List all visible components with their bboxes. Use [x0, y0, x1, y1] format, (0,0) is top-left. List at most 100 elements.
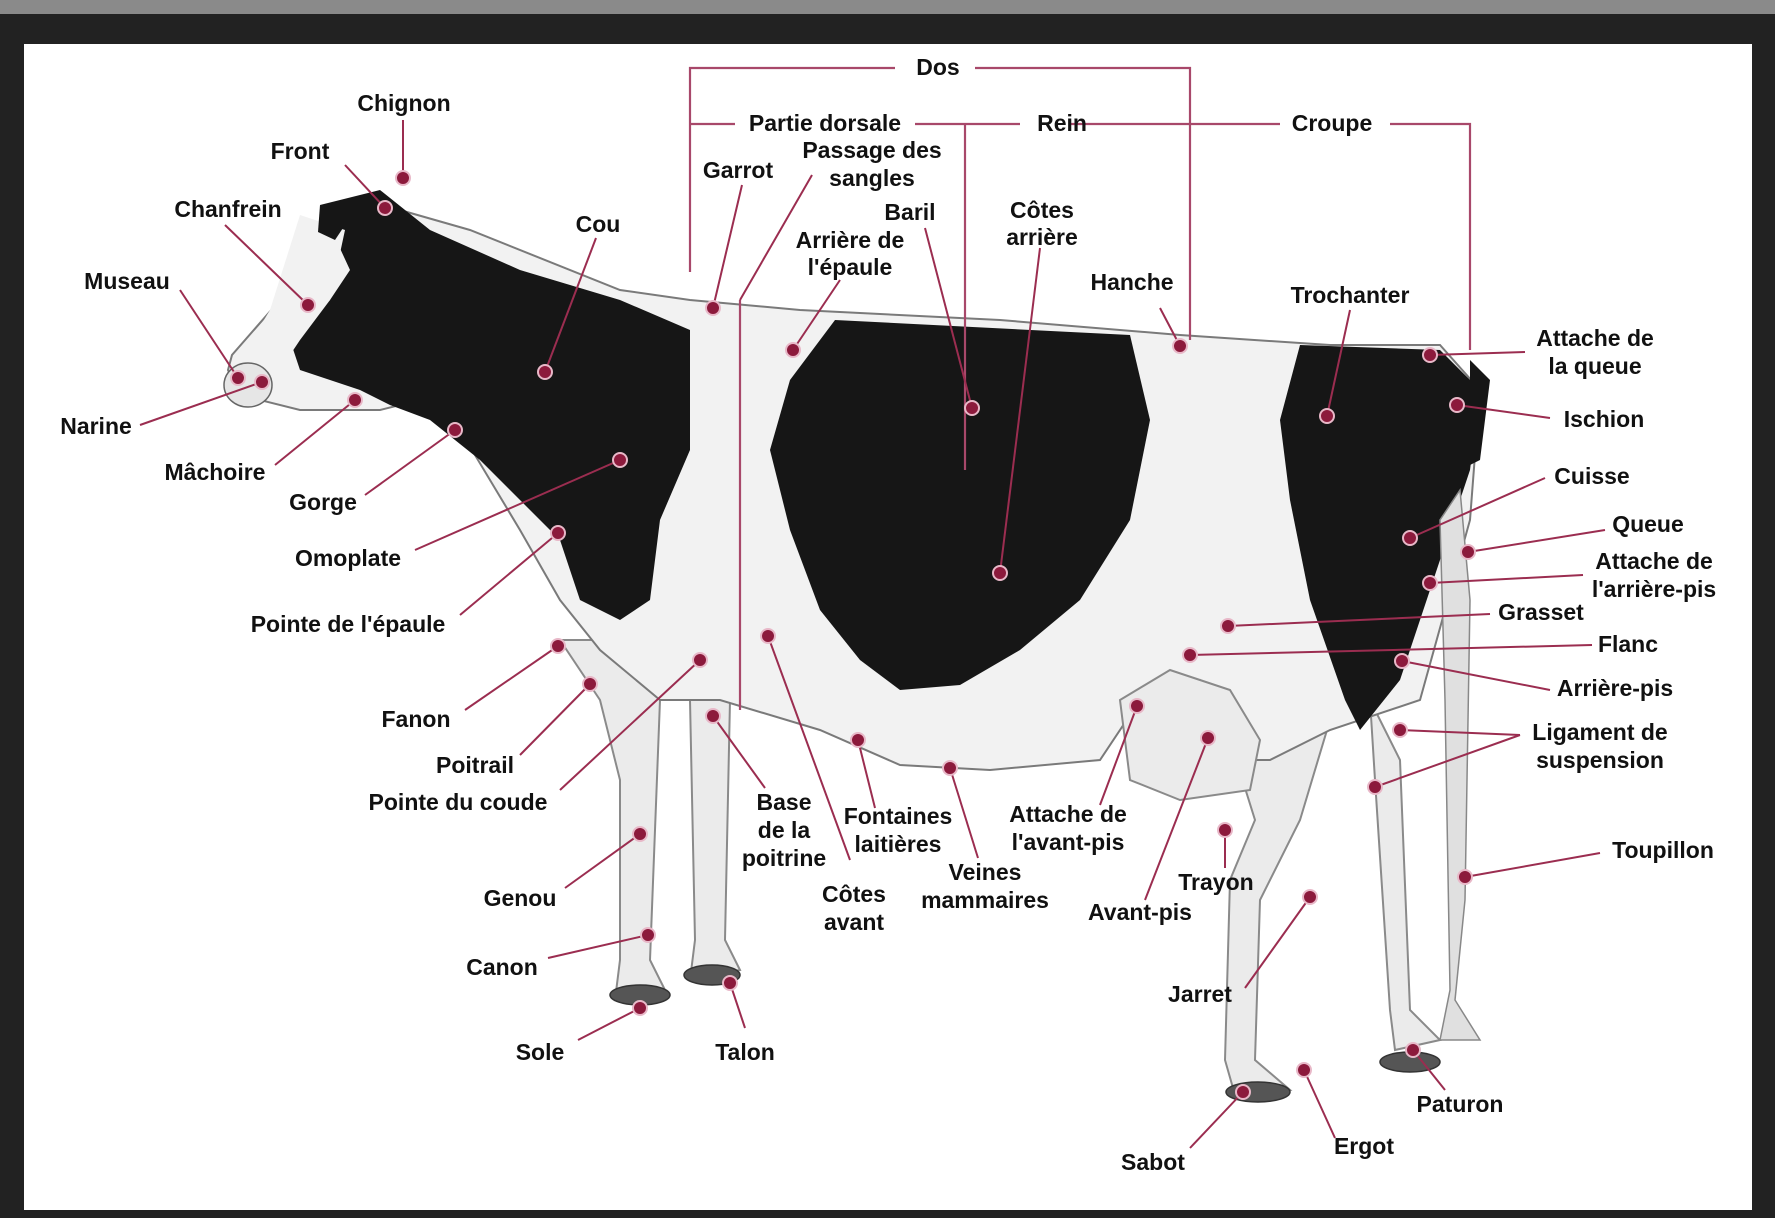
- dot-garrot: [706, 301, 720, 315]
- dot-pointe-epaule: [551, 526, 565, 540]
- dot-trayon: [1218, 823, 1232, 837]
- dot-fontaines: [851, 733, 865, 747]
- dot-baril: [965, 401, 979, 415]
- label-passage-sangles-1: Passage des: [802, 137, 941, 163]
- label-pointe-coude: Pointe du coude: [369, 789, 548, 815]
- dot-arriere-pis: [1395, 654, 1409, 668]
- label-trochanter: Trochanter: [1291, 282, 1410, 308]
- label-talon: Talon: [715, 1039, 775, 1065]
- dot-museau: [231, 371, 245, 385]
- dot-attache-arriere-pis: [1423, 576, 1437, 590]
- dot-machoire: [348, 393, 362, 407]
- label-arriere-epaule-2: l'épaule: [808, 254, 893, 280]
- leader-veines: [950, 768, 978, 858]
- label-chignon: Chignon: [357, 90, 450, 116]
- dot-ischion: [1450, 398, 1464, 412]
- label-base-poitrine-2: de la: [758, 817, 811, 843]
- label-sabot: Sabot: [1121, 1149, 1185, 1175]
- dot-flanc: [1183, 648, 1197, 662]
- label-attache-arriere-pis-2: l'arrière-pis: [1592, 576, 1716, 602]
- dot-narine: [255, 375, 269, 389]
- group-label-dos: Dos: [916, 54, 959, 80]
- label-paturon: Paturon: [1417, 1091, 1504, 1117]
- dot-ligament-2: [1368, 780, 1382, 794]
- leader-sole: [578, 1008, 640, 1040]
- tail: [1440, 490, 1480, 1040]
- label-garrot: Garrot: [703, 157, 774, 183]
- leader-ergot: [1304, 1070, 1335, 1138]
- label-ligament-1: Ligament de: [1532, 719, 1667, 745]
- dot-veines: [943, 761, 957, 775]
- leader-queue: [1468, 530, 1605, 552]
- label-attache-arriere-pis-1: Attache de: [1595, 548, 1713, 574]
- rear-leg-far: [1370, 700, 1440, 1050]
- dot-attache-queue: [1423, 348, 1437, 362]
- dot-cou: [538, 365, 552, 379]
- dot-trochanter: [1320, 409, 1334, 423]
- label-cotes-avant-2: avant: [824, 909, 884, 935]
- dot-queue: [1461, 545, 1475, 559]
- dot-jarret: [1303, 890, 1317, 904]
- dot-cotes-avant: [761, 629, 775, 643]
- label-omoplate: Omoplate: [295, 545, 401, 571]
- label-queue: Queue: [1612, 511, 1684, 537]
- group-label-croupe: Croupe: [1292, 110, 1373, 136]
- bracket-dos: [690, 68, 1190, 340]
- label-veines-2: mammaires: [921, 887, 1049, 913]
- dot-base-poitrine: [706, 709, 720, 723]
- label-ligament-2: suspension: [1536, 747, 1664, 773]
- group-label-rein: Rein: [1037, 110, 1087, 136]
- label-cuisse: Cuisse: [1554, 463, 1629, 489]
- dot-canon: [641, 928, 655, 942]
- dot-gorge: [448, 423, 462, 437]
- label-genou: Genou: [484, 885, 557, 911]
- dot-sabot: [1236, 1085, 1250, 1099]
- label-veines-1: Veines: [949, 859, 1022, 885]
- label-ischion: Ischion: [1564, 406, 1645, 432]
- label-avant-pis: Avant-pis: [1088, 899, 1192, 925]
- label-passage-sangles-2: sangles: [829, 165, 915, 191]
- label-fanon: Fanon: [382, 706, 451, 732]
- label-arriere-epaule-1: Arrière de: [796, 227, 905, 253]
- leader-garrot: [713, 185, 742, 308]
- dot-toupillon: [1458, 870, 1472, 884]
- label-base-poitrine-1: Base: [757, 789, 812, 815]
- label-machoire: Mâchoire: [165, 459, 266, 485]
- dot-talon: [723, 976, 737, 990]
- label-baril: Baril: [884, 199, 935, 225]
- leader-fanon: [465, 646, 558, 710]
- leader-museau: [180, 290, 238, 378]
- dot-chignon: [396, 171, 410, 185]
- label-trayon: Trayon: [1178, 869, 1253, 895]
- dot-ergot: [1297, 1063, 1311, 1077]
- dot-ligament-1: [1393, 723, 1407, 737]
- dot-front: [378, 201, 392, 215]
- label-arriere-pis: Arrière-pis: [1557, 675, 1673, 701]
- label-gorge: Gorge: [289, 489, 357, 515]
- dot-omoplate: [613, 453, 627, 467]
- label-attache-avant-pis-2: l'avant-pis: [1012, 829, 1125, 855]
- front-leg-near: [560, 640, 665, 1000]
- bracket-croupe: [1390, 124, 1470, 350]
- label-chanfrein: Chanfrein: [174, 196, 281, 222]
- dot-cuisse: [1403, 531, 1417, 545]
- label-canon: Canon: [466, 954, 538, 980]
- dot-sole: [633, 1001, 647, 1015]
- label-flanc: Flanc: [1598, 631, 1658, 657]
- dot-chanfrein: [301, 298, 315, 312]
- dot-hanche: [1173, 339, 1187, 353]
- label-museau: Museau: [84, 268, 170, 294]
- label-front: Front: [271, 138, 330, 164]
- label-jarret: Jarret: [1168, 981, 1232, 1007]
- leader-sabot: [1190, 1092, 1243, 1148]
- label-sole: Sole: [516, 1039, 565, 1065]
- label-cotes-arriere-1: Côtes: [1010, 197, 1074, 223]
- dot-cotes-arriere: [993, 566, 1007, 580]
- label-narine: Narine: [60, 413, 132, 439]
- leader-pointe-epaule: [460, 533, 558, 615]
- dot-pointe-coude: [693, 653, 707, 667]
- label-fontaines-2: laitières: [855, 831, 942, 857]
- label-poitrail: Poitrail: [436, 752, 514, 778]
- label-attache-queue-2: la queue: [1548, 353, 1641, 379]
